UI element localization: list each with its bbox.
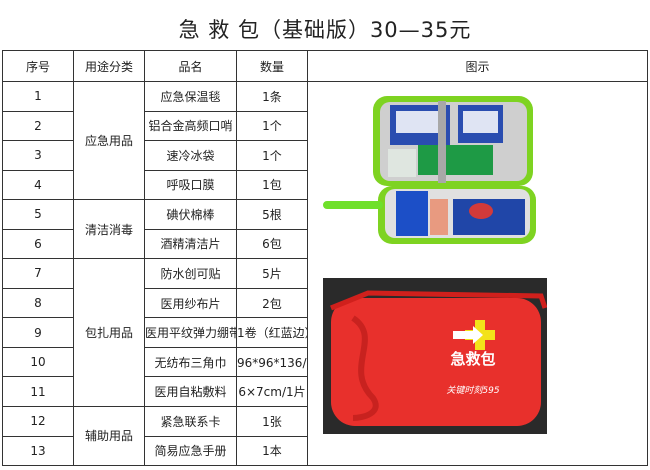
item-name: 应急保温毯 bbox=[144, 81, 237, 112]
item-name: 速冷冰袋 bbox=[144, 140, 237, 171]
category-cell: 清洁消毒 bbox=[73, 198, 145, 260]
row-number: 13 bbox=[2, 435, 74, 466]
item-name: 铝合金高频口哨 bbox=[144, 110, 237, 141]
kit-images: 急救包 关键时刻595 bbox=[309, 83, 647, 465]
red-kit-brand: 关键时刻595 bbox=[446, 385, 499, 396]
row-number: 2 bbox=[2, 110, 74, 141]
header-category: 用途分类 bbox=[73, 50, 145, 82]
page-title: 急 救 包（基础版）30—35元 bbox=[178, 18, 472, 42]
row-number: 8 bbox=[2, 287, 74, 319]
green-kit-image bbox=[323, 96, 536, 244]
item-qty: 5片 bbox=[236, 258, 308, 289]
category-cell: 辅助用品 bbox=[73, 405, 145, 467]
item-name: 医用纱布片 bbox=[144, 287, 237, 319]
item-qty: 1个 bbox=[236, 140, 308, 171]
category-cell: 应急用品 bbox=[73, 81, 145, 200]
item-qty: 6×7cm/1片 bbox=[236, 376, 308, 407]
category-cell: 包扎用品 bbox=[73, 258, 145, 407]
item-qty: 1本 bbox=[236, 435, 308, 466]
header-name: 品名 bbox=[144, 50, 237, 82]
item-qty: 1包 bbox=[236, 169, 308, 200]
item-qty: 1条 bbox=[236, 81, 308, 112]
red-kit-label: 急救包 bbox=[450, 350, 495, 368]
image-cell: 急救包 关键时刻595 bbox=[307, 81, 648, 466]
item-qty: 5根 bbox=[236, 199, 308, 230]
item-name: 医用自粘敷料 bbox=[144, 376, 237, 407]
row-number: 6 bbox=[2, 228, 74, 260]
item-qty: 2包 bbox=[236, 287, 308, 319]
row-number: 10 bbox=[2, 346, 74, 378]
row-number: 11 bbox=[2, 376, 74, 407]
item-name: 医用平纹弹力绷带 bbox=[144, 317, 237, 348]
item-name: 碘伏棉棒 bbox=[144, 199, 237, 230]
row-number: 7 bbox=[2, 258, 74, 289]
row-number: 9 bbox=[2, 317, 74, 348]
row-number: 12 bbox=[2, 405, 74, 437]
item-name: 防水创可贴 bbox=[144, 258, 237, 289]
row-number: 3 bbox=[2, 140, 74, 171]
row-number: 1 bbox=[2, 81, 74, 112]
item-name: 酒精清洁片 bbox=[144, 228, 237, 260]
item-qty: 6包 bbox=[236, 228, 308, 260]
item-name: 简易应急手册 bbox=[144, 435, 237, 466]
red-kit-image: 急救包 关键时刻595 bbox=[323, 278, 547, 434]
row-number: 4 bbox=[2, 169, 74, 200]
item-name: 紧急联系卡 bbox=[144, 405, 237, 437]
item-qty: 1卷（红蓝边） bbox=[236, 317, 308, 348]
header-no: 序号 bbox=[2, 50, 74, 82]
table-header: 序号 用途分类 品名 数量 图示 bbox=[2, 50, 648, 82]
item-qty: 1张 bbox=[236, 405, 308, 437]
item-qty: 96*96*136/1包 bbox=[236, 346, 308, 378]
row-number: 5 bbox=[2, 199, 74, 230]
header-image: 图示 bbox=[307, 50, 648, 82]
header-qty: 数量 bbox=[236, 50, 308, 82]
item-qty: 1个 bbox=[236, 110, 308, 141]
item-name: 无纺布三角巾 bbox=[144, 346, 237, 378]
item-name: 呼吸口膜 bbox=[144, 169, 237, 200]
